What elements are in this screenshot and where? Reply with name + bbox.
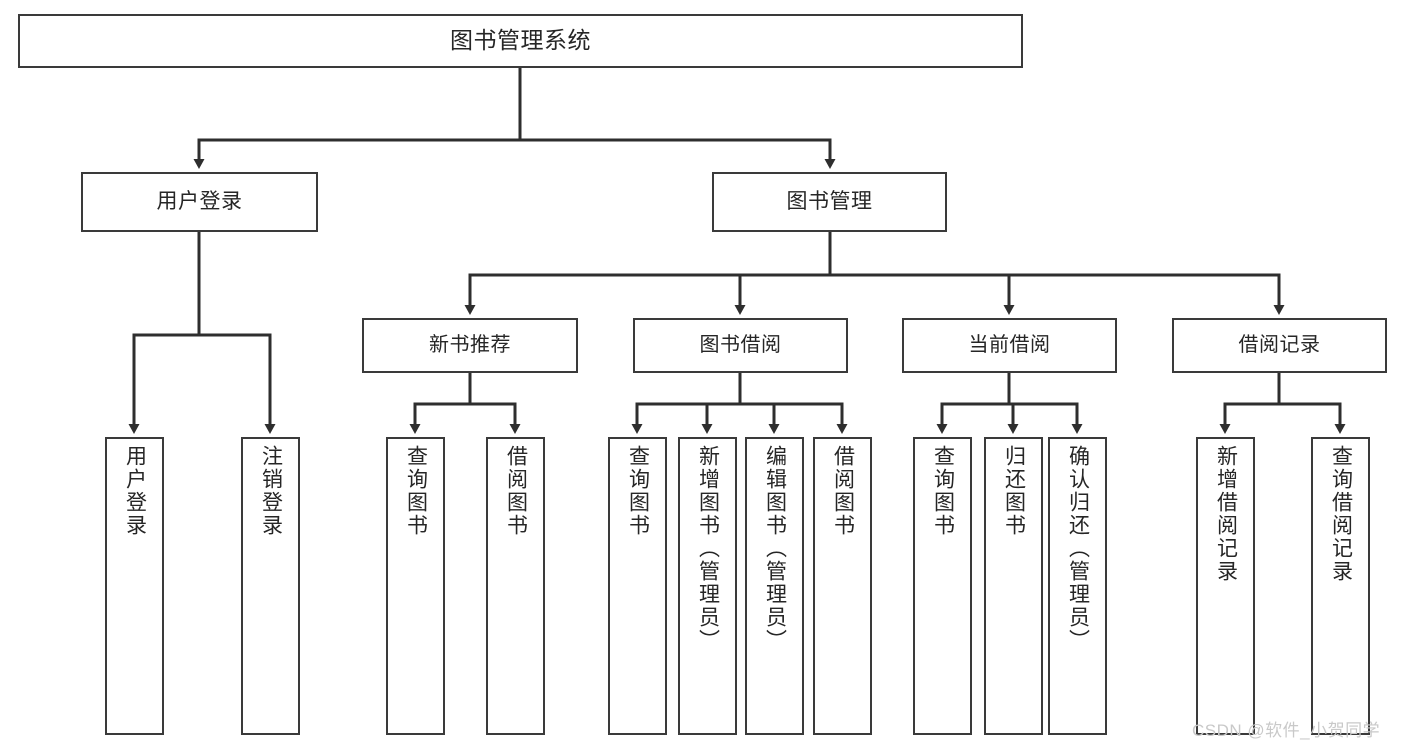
node-label-current-borrow: 当前借阅 <box>968 333 1051 356</box>
node-book-manage[interactable]: 图书管理 <box>712 172 947 232</box>
leaf-rec-add[interactable]: 新增借阅记录 <box>1196 437 1255 735</box>
leaf-user-logout[interactable]: 注销登录 <box>241 437 300 735</box>
leaf-label-cur-confirm: 确认归还（管理员） <box>1066 445 1090 652</box>
node-root[interactable]: 图书管理系统 <box>18 14 1023 68</box>
leaf-borrow-do[interactable]: 借阅图书 <box>813 437 872 735</box>
node-label-book-borrow: 图书借阅 <box>699 333 782 356</box>
leaf-user-login[interactable]: 用户登录 <box>105 437 164 735</box>
leaf-label-cur-return: 归还图书 <box>1002 445 1026 537</box>
leaf-borrow-edit[interactable]: 编辑图书（管理员） <box>745 437 804 735</box>
node-label-user-login: 用户登录 <box>156 189 243 213</box>
leaf-rec-query[interactable]: 查询图书 <box>386 437 445 735</box>
leaf-label-user-logout: 注销登录 <box>259 445 283 537</box>
leaf-rec-query2[interactable]: 查询借阅记录 <box>1311 437 1370 735</box>
node-label-borrow-record: 借阅记录 <box>1238 333 1321 356</box>
node-user-login[interactable]: 用户登录 <box>81 172 318 232</box>
leaf-label-rec-borrow: 借阅图书 <box>504 445 528 537</box>
leaf-rec-borrow[interactable]: 借阅图书 <box>486 437 545 735</box>
leaf-borrow-query[interactable]: 查询图书 <box>608 437 667 735</box>
node-borrow-record[interactable]: 借阅记录 <box>1172 318 1387 373</box>
leaf-label-cur-query: 查询图书 <box>931 445 955 537</box>
leaf-cur-confirm[interactable]: 确认归还（管理员） <box>1048 437 1107 735</box>
leaf-label-rec-query2: 查询借阅记录 <box>1329 445 1353 583</box>
node-book-borrow[interactable]: 图书借阅 <box>633 318 848 373</box>
node-current-borrow[interactable]: 当前借阅 <box>902 318 1117 373</box>
leaf-cur-return[interactable]: 归还图书 <box>984 437 1043 735</box>
leaf-label-rec-query: 查询图书 <box>404 445 428 537</box>
node-new-book-rec[interactable]: 新书推荐 <box>362 318 578 373</box>
node-label-book-manage: 图书管理 <box>786 189 873 213</box>
node-label-new-book-rec: 新书推荐 <box>429 333 511 356</box>
leaf-borrow-add[interactable]: 新增图书（管理员） <box>678 437 737 735</box>
leaf-label-user-login: 用户登录 <box>123 445 147 537</box>
leaf-label-rec-add: 新增借阅记录 <box>1214 445 1238 583</box>
leaf-label-borrow-query: 查询图书 <box>626 445 650 537</box>
leaf-label-borrow-do: 借阅图书 <box>831 445 855 537</box>
node-label-root: 图书管理系统 <box>450 27 591 54</box>
leaf-label-borrow-edit: 编辑图书（管理员） <box>763 445 787 652</box>
csdn-watermark: CSDN @软件_小贺同学 <box>1192 721 1381 740</box>
leaf-label-borrow-add: 新增图书（管理员） <box>696 445 720 652</box>
leaf-cur-query[interactable]: 查询图书 <box>913 437 972 735</box>
